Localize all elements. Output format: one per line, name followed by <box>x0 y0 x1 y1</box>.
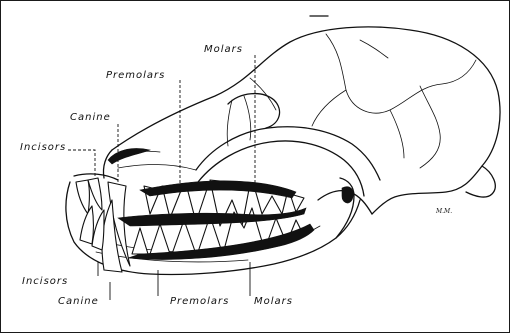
label-premolars-top: Premolars <box>106 70 165 81</box>
label-premolars-bottom: Premolars <box>170 296 229 307</box>
label-molars-top: Molars <box>204 44 243 55</box>
label-canine-bottom: Canine <box>58 296 99 307</box>
leader-lines <box>68 55 255 300</box>
label-incisors-top: Incisors <box>20 142 66 153</box>
label-canine-top: Canine <box>70 112 111 123</box>
artist-signature: M.M. <box>435 208 452 215</box>
label-incisors-bottom: Incisors <box>22 276 68 287</box>
snout <box>103 148 196 178</box>
label-molars-bottom: Molars <box>254 296 293 307</box>
